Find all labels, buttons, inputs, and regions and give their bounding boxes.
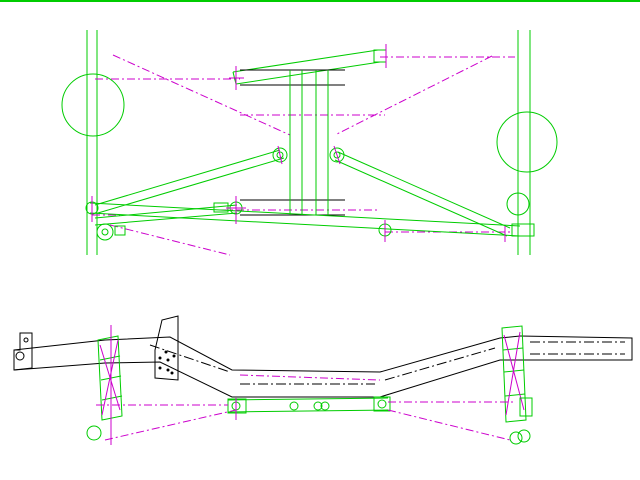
upper-control-arm — [229, 44, 387, 90]
joint-crosshairs — [91, 145, 506, 242]
front-crossmember-bracket — [13, 332, 33, 371]
shock-tower-bracket — [154, 315, 179, 381]
left-wheel-outline — [61, 73, 125, 137]
lower-control-arm — [89, 202, 521, 237]
right-wheel-outline — [496, 111, 558, 173]
joint-bushings — [85, 147, 535, 241]
right-small-circle — [506, 192, 530, 216]
frame-rails — [86, 30, 531, 255]
top-border-line — [0, 0, 640, 2]
suspension-plan-view — [61, 30, 558, 256]
right-coilover — [501, 325, 533, 445]
tie-links — [240, 69, 345, 216]
suspension-side-view — [13, 315, 633, 445]
chassis-frame-rail — [13, 335, 633, 398]
construction-lines-top — [92, 54, 515, 256]
left-coilover — [86, 325, 123, 445]
lower-link-bar — [227, 396, 391, 414]
vertical-struts — [289, 70, 329, 215]
construction-lines-side — [96, 374, 515, 441]
